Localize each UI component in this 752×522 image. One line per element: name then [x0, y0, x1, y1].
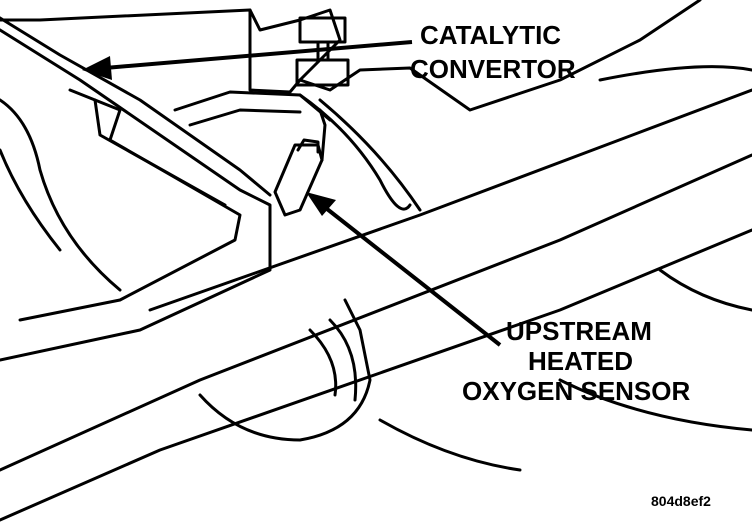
catalytic-convertor-body [0, 28, 272, 362]
catalytic-convertor-flange-inner [93, 98, 227, 207]
exhaust-pipe-bend-2 [318, 98, 422, 212]
oxygen-sensor-label-line-2: HEATED [528, 346, 633, 376]
exhaust-pipe-bend [298, 93, 412, 211]
lower-pipe-inner [308, 328, 338, 397]
cross-member-top [0, 153, 752, 472]
figure-code: 804d8ef2 [651, 493, 711, 509]
exhaust-pipe-upper [173, 90, 332, 122]
exhaust-pipe-lower [188, 108, 302, 127]
catalytic-convertor-label-line-2: CONVERTOR [410, 54, 576, 84]
catalytic-convertor-shell-2 [0, 148, 62, 252]
floor-pan-edge [248, 8, 302, 94]
catalytic-convertor-shell [0, 98, 122, 292]
cross-member-bottom [0, 228, 752, 522]
catalytic-convertor-flange [18, 88, 242, 322]
oxygen-sensor-label-line-3: OXYGEN SENSOR [462, 376, 691, 406]
floor-contour-lower [378, 418, 522, 472]
lower-pipe-inner-2 [328, 318, 358, 402]
cross-member-upper-edge [148, 88, 752, 312]
floor-contour-right-3 [558, 378, 752, 432]
lower-pipe [198, 298, 372, 442]
arrowhead-icon [82, 56, 112, 80]
oxygen-sensor-tip [296, 138, 320, 154]
floor-pan [0, 0, 702, 112]
floor-contour-right-2 [658, 268, 752, 312]
stud-lower-nut [295, 58, 350, 87]
floor-contour-right [598, 65, 752, 82]
arrowhead-icon [306, 192, 336, 216]
stud-upper-nut [298, 16, 347, 44]
oxygen-sensor-leader [306, 192, 502, 347]
oxygen-sensor-label-line-1: UPSTREAM [506, 316, 652, 346]
oxygen-sensor-wire [318, 108, 327, 162]
catalytic-convertor-leader [82, 40, 413, 80]
catalytic-convertor-label-line-1: CATALYTIC [420, 20, 562, 50]
catalytic-convertor-top [0, 16, 272, 197]
